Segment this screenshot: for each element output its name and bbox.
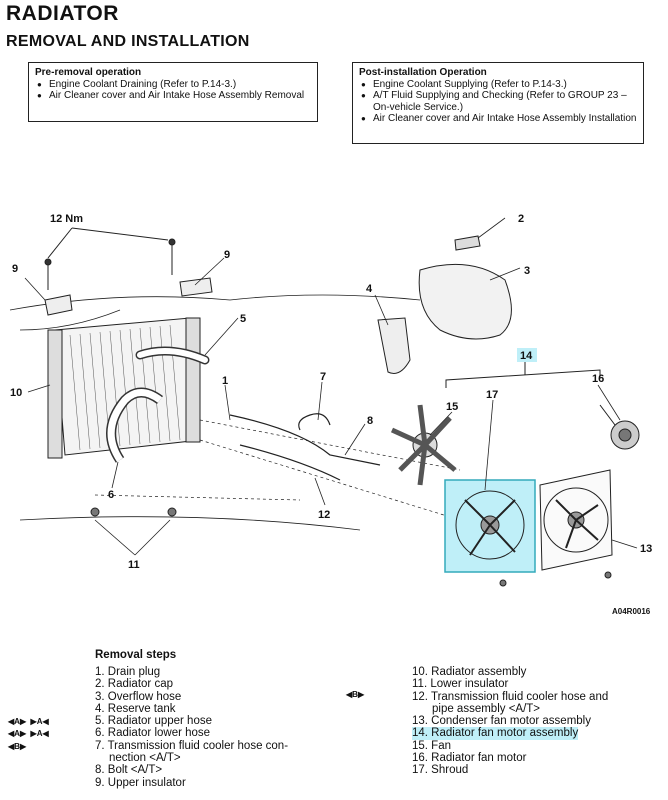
step-item: 17. Shroud bbox=[412, 764, 469, 777]
callout-16: 16 bbox=[592, 373, 604, 385]
arrow-tag-a-install: ▶A◀ bbox=[30, 717, 49, 726]
pre-removal-item: Engine Coolant Draining (Refer to P.14-3… bbox=[37, 79, 311, 91]
radiator-fan-motor-assembly bbox=[444, 479, 536, 573]
step-item: 15. Fan bbox=[412, 739, 451, 752]
callout-5: 5 bbox=[240, 313, 246, 325]
step-item: 16. Radiator fan motor bbox=[412, 752, 527, 765]
step-item: 1. Drain plug bbox=[95, 666, 161, 678]
callout-10: 10 bbox=[10, 387, 22, 399]
step-item: 10. Radiator assembly bbox=[412, 666, 527, 678]
step-item-continuation: pipe assembly <A/T> bbox=[432, 702, 541, 715]
post-installation-item: A/T Fluid Supplying and Checking (Refer … bbox=[361, 90, 637, 113]
page-title: RADIATOR bbox=[6, 2, 119, 25]
callout-3: 3 bbox=[524, 265, 530, 277]
step-item: 13. Condenser fan motor assembly bbox=[412, 715, 591, 728]
step-item: 2. Radiator cap bbox=[95, 678, 173, 691]
section-subtitle: REMOVAL AND INSTALLATION bbox=[6, 33, 250, 50]
callout-1: 1 bbox=[222, 375, 228, 387]
arrow-tag-b: ◀B▶ bbox=[346, 690, 365, 699]
callout-14: 14 bbox=[520, 350, 533, 362]
step-item: 3. Overflow hose bbox=[95, 690, 182, 703]
arrow-tag-b: ◀B▶ bbox=[8, 741, 27, 751]
post-installation-box: Post-installation Operation Engine Coola… bbox=[352, 62, 644, 144]
figure-code: A04R0016 bbox=[612, 607, 651, 616]
removal-steps-left: 1. Drain plug 2. Radiator cap 3. Overflo… bbox=[95, 666, 385, 789]
arrow-tag-a: ◀A▶ bbox=[8, 717, 27, 726]
step-item-highlighted: 14. Radiator fan motor assembly bbox=[412, 727, 579, 740]
exploded-diagram: 12 Nm 2 3 4 5 9 9 10 1 7 8 6 12 11 15 17… bbox=[9, 213, 652, 616]
callout-4: 4 bbox=[366, 283, 373, 295]
step-item-continuation: nection <A/T> bbox=[109, 752, 181, 765]
removal-steps: Removal steps bbox=[95, 649, 176, 661]
callout-9-right: 9 bbox=[224, 249, 230, 261]
step-item: 7. Transmission fluid cooler hose con- bbox=[95, 739, 289, 752]
step-item: 9. Upper insulator bbox=[95, 776, 186, 789]
radiator-assembly bbox=[47, 317, 201, 459]
callout-11: 11 bbox=[128, 559, 140, 571]
step-marker-right: ◀B▶ bbox=[346, 690, 364, 699]
step-item: 5. Radiator upper hose bbox=[95, 715, 212, 728]
torque-label: 12 Nm bbox=[50, 213, 83, 225]
post-installation-item: Air Cleaner cover and Air Intake Hose As… bbox=[361, 113, 637, 125]
arrow-tag-a: ◀A▶ bbox=[8, 729, 27, 739]
callout-8: 8 bbox=[367, 415, 373, 427]
post-installation-item: Engine Coolant Supplying (Refer to P.14-… bbox=[361, 79, 637, 91]
callout-9-left: 9 bbox=[12, 263, 18, 275]
fan bbox=[390, 404, 457, 486]
step-item: 6. Radiator lower hose bbox=[95, 727, 211, 740]
step-item: 12. Transmission fluid cooler hose and bbox=[412, 690, 609, 703]
callout-7: 7 bbox=[320, 371, 326, 383]
callout-12: 12 bbox=[318, 509, 330, 521]
pre-removal-item: Air Cleaner cover and Air Intake Hose As… bbox=[37, 90, 311, 102]
condenser-fan-motor-assembly bbox=[539, 469, 613, 571]
step-item: 4. Reserve tank bbox=[95, 702, 176, 715]
callout-6: 6 bbox=[108, 489, 114, 501]
pre-removal-heading: Pre-removal operation bbox=[35, 67, 142, 78]
pre-removal-box: Pre-removal operation Engine Coolant Dra… bbox=[28, 62, 318, 122]
step-markers-left: ◀A▶ ▶A◀ ◀A▶ ▶A◀ ◀B▶ bbox=[8, 716, 49, 753]
post-installation-heading: Post-installation Operation bbox=[359, 67, 487, 78]
callout-13: 13 bbox=[640, 543, 652, 555]
removal-steps-right: 10. Radiator assembly 11. Lower insulato… bbox=[412, 666, 662, 777]
step-item: 11. Lower insulator bbox=[412, 678, 509, 691]
step-item: 8. Bolt <A/T> bbox=[95, 764, 163, 777]
removal-steps-heading: Removal steps bbox=[95, 649, 177, 661]
callout-15: 15 bbox=[446, 401, 458, 413]
callout-17: 17 bbox=[486, 389, 498, 401]
callout-2: 2 bbox=[518, 213, 524, 225]
arrow-tag-a-install: ▶A◀ bbox=[30, 729, 49, 739]
